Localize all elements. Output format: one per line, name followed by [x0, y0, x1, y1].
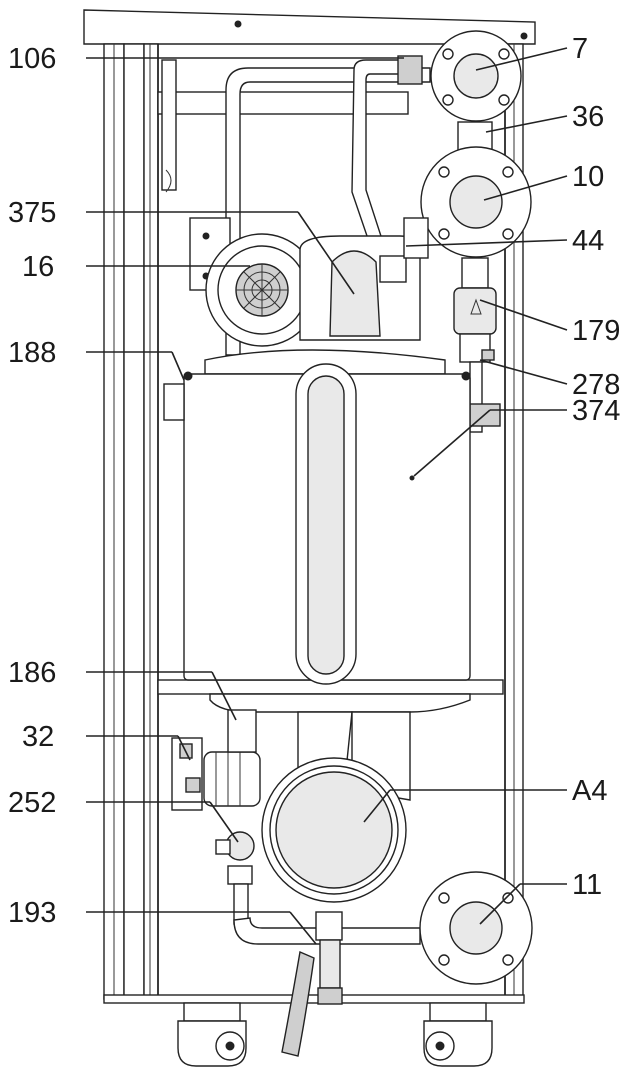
label-11: 11 — [572, 869, 602, 901]
label-44: 44 — [572, 225, 604, 257]
leader-lines — [86, 47, 568, 945]
label-16: 16 — [22, 251, 54, 283]
label-179: 179 — [572, 315, 620, 347]
top-pipe — [225, 55, 431, 356]
fan-16 — [189, 217, 319, 347]
castor-left — [177, 1002, 247, 1067]
label-375: 375 — [8, 197, 56, 229]
label-7: 7 — [572, 33, 588, 65]
label-193: 193 — [8, 897, 56, 929]
label-374: 374 — [572, 395, 620, 427]
label-188: 188 — [8, 337, 56, 369]
label-186: 186 — [8, 657, 56, 689]
label-a4: A4 — [572, 775, 607, 807]
label-278: 278 — [572, 369, 620, 401]
valve-252 — [215, 831, 255, 925]
label-32: 32 — [22, 721, 54, 753]
castor-right — [423, 1002, 493, 1067]
label-36: 36 — [572, 101, 604, 133]
valve-179 — [453, 257, 497, 363]
label-252: 252 — [8, 787, 56, 819]
pump-32 — [171, 709, 261, 811]
label-10: 10 — [572, 161, 604, 193]
flange-10 — [420, 146, 532, 258]
lower-pipe — [233, 911, 421, 1057]
venturi-375 — [299, 217, 429, 341]
label-106: 106 — [8, 43, 56, 75]
flange-7 — [430, 30, 522, 122]
part-labels: 106 7 36 10 375 44 16 179 188 278 374 18… — [8, 33, 620, 929]
heat-exchanger-374 — [163, 349, 471, 685]
expansion-vessel-a4 — [261, 757, 407, 903]
